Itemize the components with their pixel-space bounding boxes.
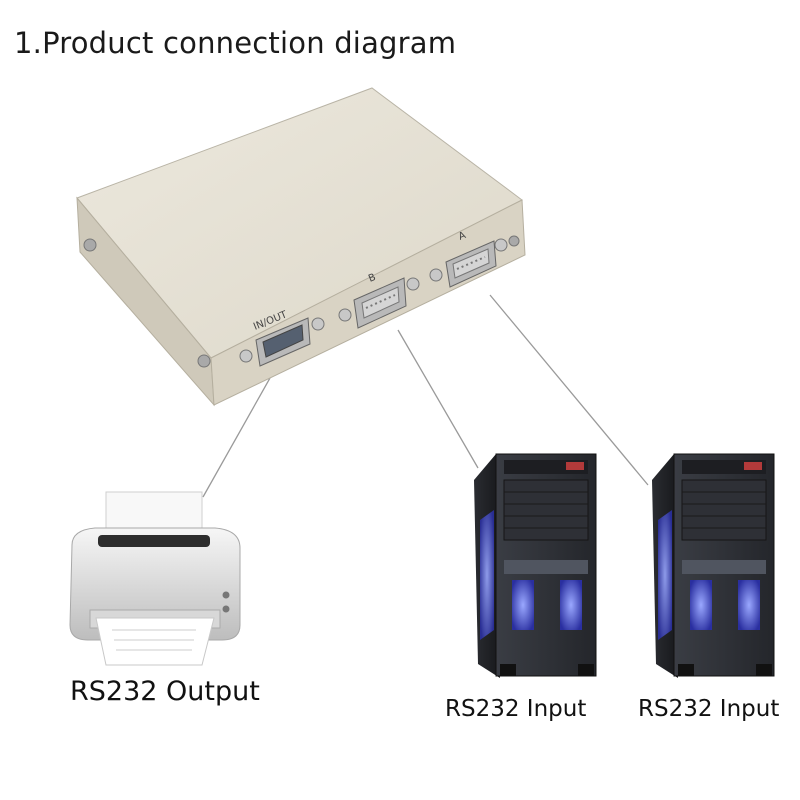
computer-tower-icon (474, 453, 597, 678)
page-title: 1.Product connection diagram (14, 26, 457, 60)
switch-box: IN/OUT B A (76, 87, 526, 407)
port-b (338, 277, 420, 329)
connector-a-computer-2 (489, 294, 649, 486)
computer-1-label: RS232 Input (445, 696, 587, 722)
screw-icon (83, 238, 97, 252)
screw-icon (197, 354, 211, 368)
screw-icon (508, 235, 520, 247)
computer-tower-icon (652, 453, 775, 678)
port-in-out (239, 317, 325, 367)
computer-2-label: RS232 Input (638, 696, 780, 722)
connector-b-computer-1 (397, 329, 479, 469)
connector-inout-printer (202, 377, 271, 498)
printer-label: RS232 Output (70, 676, 260, 707)
printer-icon (69, 491, 241, 666)
port-label-b: B (367, 272, 378, 285)
port-label-a: A (457, 230, 468, 243)
port-a (429, 238, 508, 288)
